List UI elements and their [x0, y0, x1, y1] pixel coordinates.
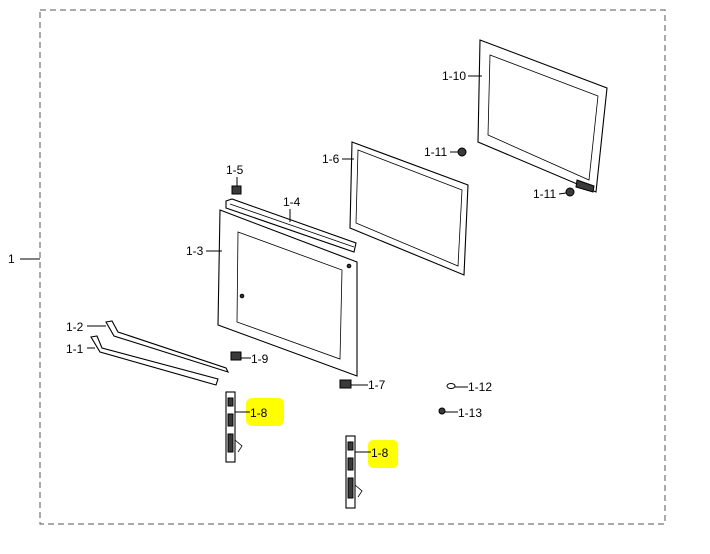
label-1-9: 1-9 — [251, 352, 269, 366]
label-1-11-b: 1-11 — [533, 187, 556, 201]
label-1-2: 1-2 — [66, 320, 84, 334]
label-1: 1 — [8, 252, 15, 266]
part-1-3-door-frame — [217, 209, 358, 377]
highlight-1-8-b — [368, 440, 398, 468]
part-1-6-middle-glass — [349, 141, 469, 276]
part-1-4-top-trim — [225, 198, 357, 253]
part-1-2-handle-upper — [105, 320, 230, 373]
label-1-8-a: 1-8 — [250, 406, 268, 420]
part-1-5-clip — [231, 185, 242, 195]
part-1-10-outer-glass — [477, 39, 608, 193]
part-1-13-screw — [438, 407, 446, 415]
label-1-1: 1-1 — [66, 342, 84, 356]
label-1-8-b: 1-8 — [371, 446, 389, 460]
part-1-9-clip — [230, 351, 242, 361]
part-1-8-hinge-b — [345, 435, 363, 509]
label-1-10: 1-10 — [442, 69, 466, 83]
label-1-5: 1-5 — [226, 163, 244, 177]
assembly-border — [39, 9, 666, 525]
part-1-7-clip — [339, 379, 352, 389]
label-1-13: 1-13 — [458, 406, 482, 420]
label-1-7: 1-7 — [368, 378, 386, 392]
label-1-12: 1-12 — [468, 380, 492, 394]
label-1-4: 1-4 — [283, 195, 301, 209]
label-1-3: 1-3 — [186, 244, 204, 258]
label-1-6: 1-6 — [322, 152, 340, 166]
part-1-11-screw-b — [565, 187, 575, 197]
part-1-1-handle-lower — [90, 335, 219, 386]
part-1-8-hinge-a — [225, 391, 243, 463]
leader-1-11-b — [558, 192, 567, 195]
label-1-11-a: 1-11 — [424, 145, 447, 159]
part-1-12-pin — [446, 383, 456, 389]
part-1-11-screw-a — [457, 147, 467, 157]
highlight-1-8-a — [246, 398, 284, 426]
